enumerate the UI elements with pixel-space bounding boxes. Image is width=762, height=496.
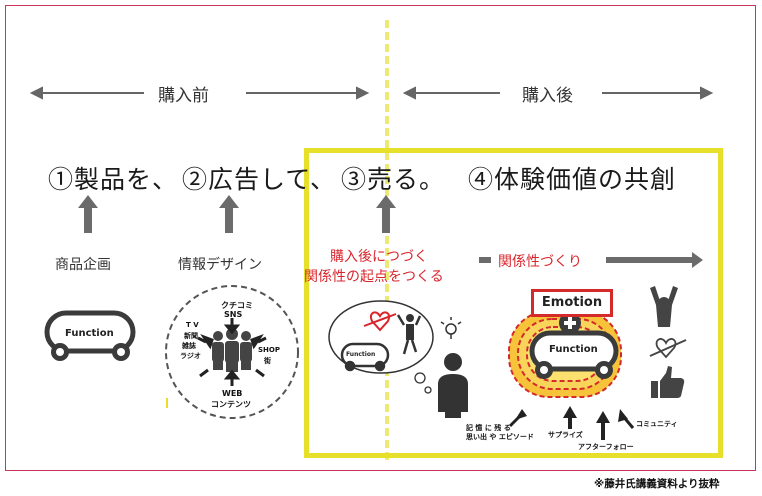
step-sell: ③売る。 <box>341 165 446 194</box>
phase-after-label: 購入後 <box>522 86 573 106</box>
up-arrow-ad <box>219 195 239 233</box>
media-sns: SNS <box>224 310 243 319</box>
info-design-label: 情報デザイン <box>178 257 262 273</box>
cheering-person-icon <box>396 314 422 355</box>
annotation-arrows <box>508 406 635 440</box>
celebrating-person-icon <box>650 286 678 327</box>
thinking-person-icon <box>438 353 468 418</box>
annotation-memory-line1: 記 憶 に 残 る <box>466 424 511 432</box>
media-content: コンテンツ <box>211 400 251 409</box>
media-circle <box>165 285 299 419</box>
small-yellow-mark <box>166 398 168 408</box>
annotation-surprise: サプライズ <box>548 431 583 439</box>
relationship-building-label: 関係性づくり <box>498 254 582 270</box>
emotion-car-icon <box>529 330 619 379</box>
step-experience: ④体験価値の共創 <box>468 165 677 194</box>
emotion-label: Emotion <box>531 289 613 317</box>
emotion-car-function-label: Function <box>549 344 598 355</box>
thought-bubble <box>328 300 434 394</box>
media-radio: ラジオ <box>180 352 201 360</box>
step-advertise: ②広告して、 <box>182 165 337 194</box>
product-planning-label: 商品企画 <box>55 257 111 273</box>
relationship-arrows <box>479 252 703 268</box>
annotation-after-follow: アフターフォロー <box>578 443 634 451</box>
source-credit: ※藤井氏講義資料より抜粋 <box>594 478 720 490</box>
step-product: ①製品を、 <box>48 165 179 194</box>
lightbulb-icon <box>440 317 462 339</box>
people-icon <box>212 328 252 372</box>
heart-arrow-right-icon <box>649 338 687 359</box>
media-tv: T V <box>186 321 199 329</box>
function-car-label: Function <box>65 328 114 339</box>
thought-car-icon <box>340 342 390 372</box>
annotation-memory-line2: 思い出 や エピソード <box>466 433 534 441</box>
plus-badge <box>559 312 581 334</box>
function-car-icon <box>44 310 136 361</box>
before-phase-arrow <box>29 86 370 100</box>
annotation-community: コミュニティ <box>636 420 678 428</box>
phase-divider <box>385 20 393 460</box>
media-word-of-mouth: クチコミ <box>221 301 253 310</box>
phase-before-label: 購入前 <box>158 86 209 106</box>
up-arrow-product <box>78 195 98 233</box>
post-purchase-highlight-box <box>304 148 723 458</box>
thought-car-label: Function <box>346 351 376 358</box>
media-web: WEB <box>222 389 243 398</box>
relationship-start-line2: 関係性の起点をつくる <box>304 269 444 285</box>
relationship-start-line1: 購入後につづく <box>330 249 428 265</box>
thumbs-up-icon <box>651 366 685 398</box>
media-shop: SHOP <box>258 346 280 354</box>
up-arrow-sell <box>376 195 396 233</box>
media-town: 街 <box>264 357 271 365</box>
outer-frame <box>5 5 756 471</box>
heart-arrow-icon <box>363 311 397 332</box>
media-magazine: 雑誌 <box>182 342 196 350</box>
media-newspaper: 新聞 <box>184 332 198 340</box>
after-phase-arrow <box>402 86 714 100</box>
media-arrows <box>197 318 267 386</box>
